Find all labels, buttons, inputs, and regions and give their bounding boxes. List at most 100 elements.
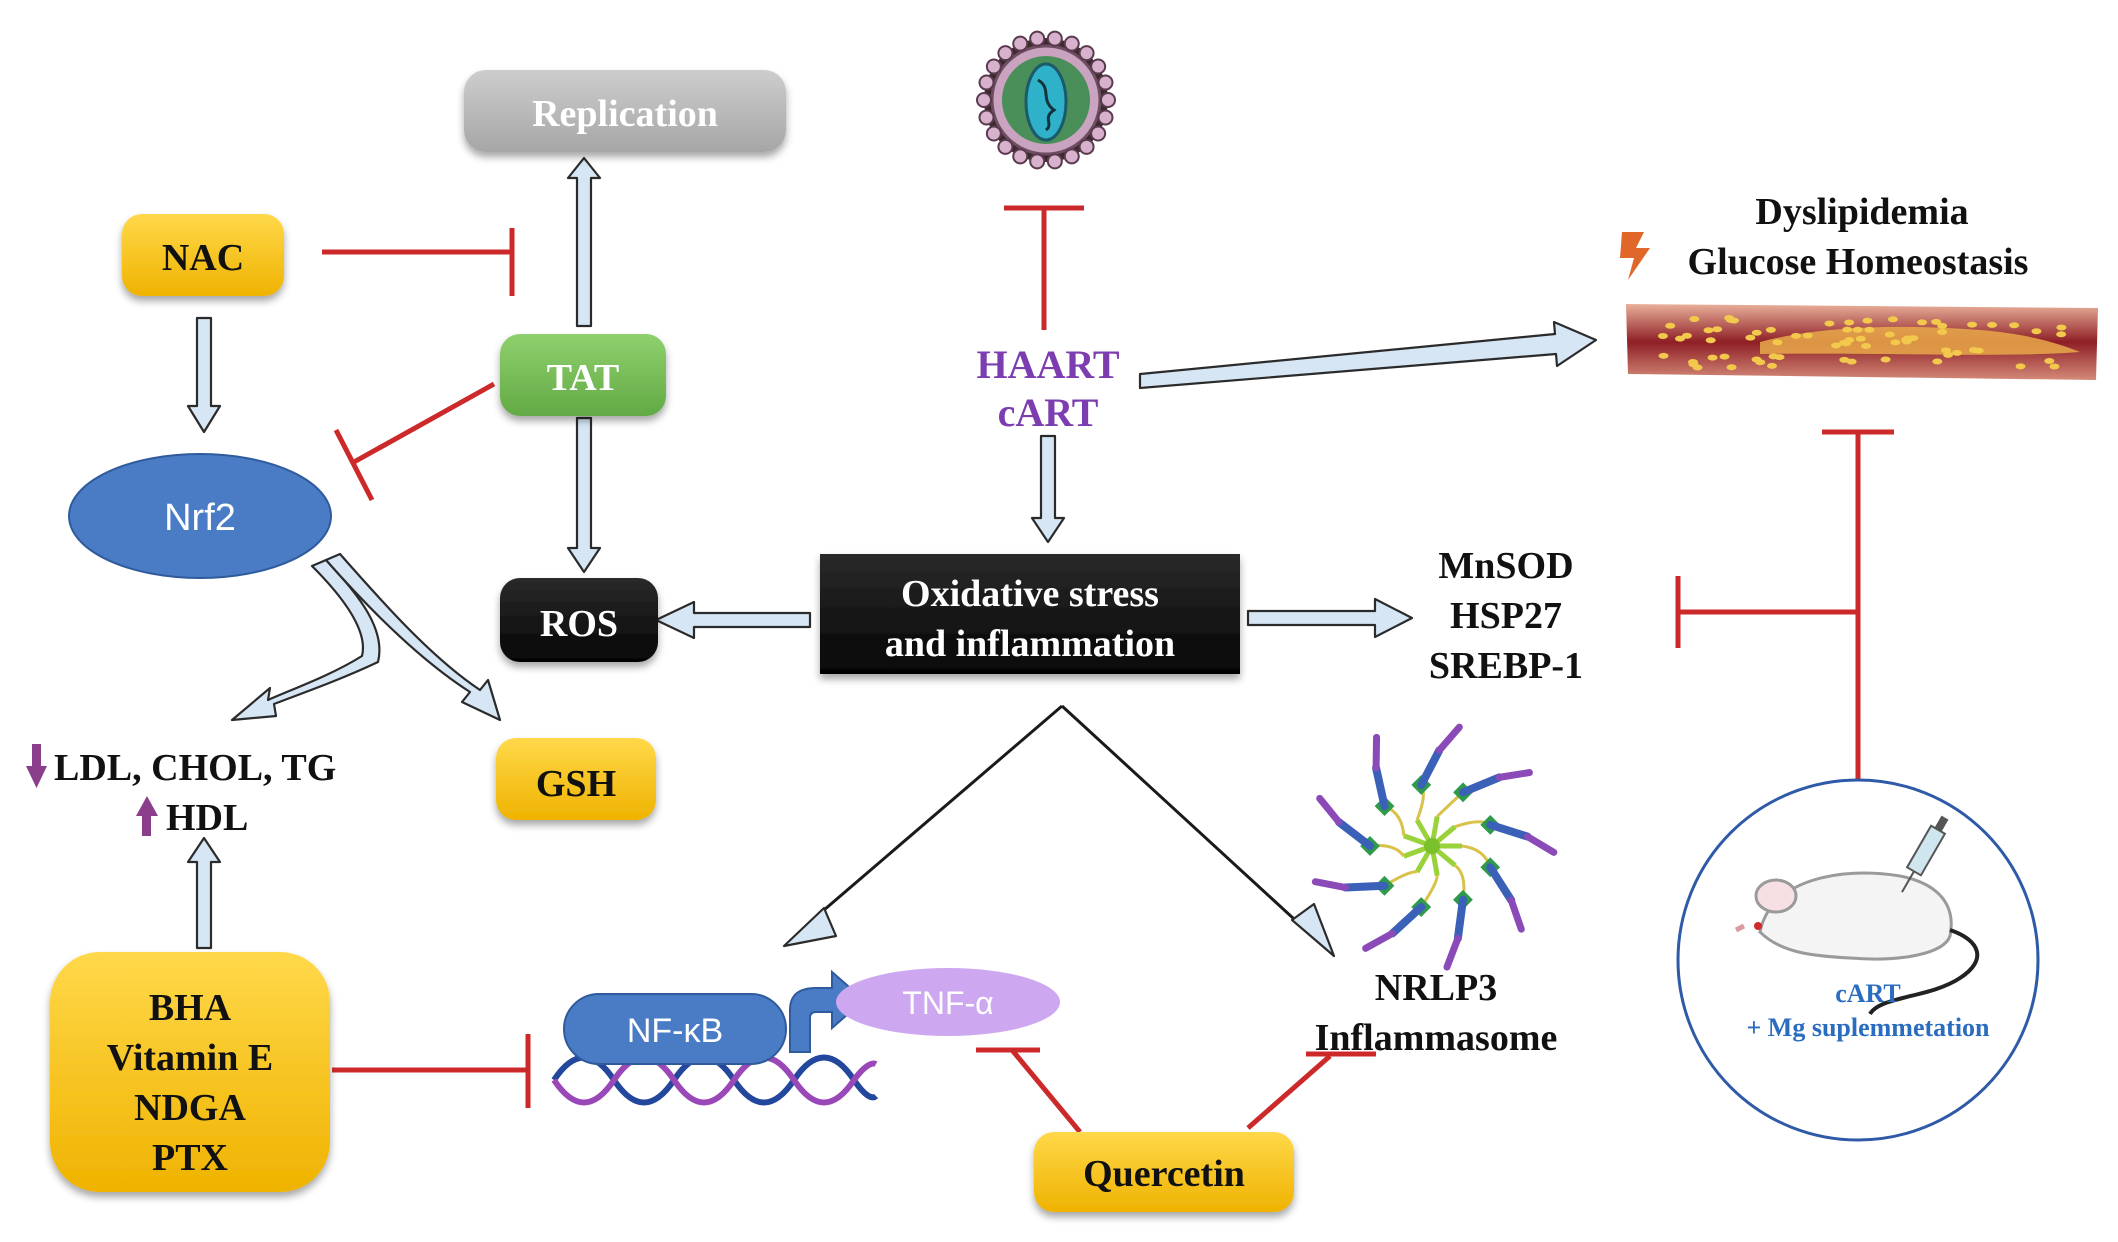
plaque-dot [1862, 317, 1873, 324]
nrf2-node [68, 453, 332, 579]
plaque-dot [1864, 326, 1875, 333]
plaque-dot [1842, 326, 1853, 333]
virus-spike [1090, 125, 1107, 142]
vessel-plaque-dots [1657, 315, 2067, 371]
arrow-tat-to-ros [566, 416, 602, 574]
virus-spike [1097, 74, 1114, 91]
plaque-dot [1844, 336, 1855, 343]
plaque-dot [1987, 321, 1998, 328]
plaque-dot [1768, 353, 1779, 360]
inflammasome-arm [1341, 881, 1389, 892]
inflammasome-arm [1388, 903, 1426, 938]
plaque-dot [1751, 329, 1762, 336]
virus-spike [1046, 30, 1063, 47]
virus-spike [976, 92, 992, 108]
plaque-dot [2056, 324, 2067, 331]
plaque-dot [1712, 326, 1723, 333]
plaque-dot [1860, 343, 1871, 350]
oxidative-stress-node [820, 554, 1240, 674]
virus-spike [1029, 153, 1046, 170]
line-oxidative-to-nfkb [809, 704, 1063, 924]
gsh-label: GSH [536, 763, 616, 805]
glucose-label: Glucose Homeostasis [1688, 241, 2029, 283]
inflammasome-tail [1524, 833, 1558, 856]
atherosclerotic-vessel-icon [1626, 304, 2098, 380]
virus-spike [997, 138, 1014, 155]
inflammasome-hub [1424, 838, 1440, 854]
virus-spike [1029, 30, 1046, 47]
replication-node [464, 70, 786, 152]
inflammasome-arm [1417, 746, 1444, 789]
inflammasome-tail [1362, 929, 1396, 952]
tnfa-label: TNF-α [902, 985, 993, 1021]
plaque-dot [1707, 354, 1718, 361]
inflammasome-arm [1486, 820, 1532, 841]
plaque-dot [1967, 321, 1978, 328]
hiv-virus-icon [984, 38, 1108, 162]
cart-label: cART [998, 390, 1099, 435]
virus-spike [1078, 138, 1095, 155]
plaque-dot [1855, 335, 1866, 342]
nrf2-label: Nrf2 [164, 497, 236, 539]
gsh-node [496, 738, 656, 820]
tnfa-node [836, 968, 1060, 1036]
plaque-dot [2056, 331, 2067, 338]
plaque-dot [1844, 319, 1855, 326]
ros-label: ROS [540, 603, 618, 645]
virus-spike [1090, 58, 1107, 75]
virus-spike [997, 45, 1014, 62]
inflammasome-arm [1486, 863, 1516, 905]
quercetin-node [1034, 1132, 1294, 1212]
arrow-oxidative-to-markers [1246, 597, 1414, 639]
haart-label: HAART [976, 342, 1119, 387]
plaque-dot [1658, 352, 1669, 359]
virus-spike [1012, 35, 1029, 52]
plaque-dot [2049, 363, 2060, 370]
plaque-dot [1657, 332, 1668, 339]
inflammasome-tail [1316, 794, 1343, 826]
inflammasome-arm [1372, 763, 1389, 811]
plaque-dot [1790, 332, 1801, 339]
nlrp3-inflammasome-icon [1311, 723, 1558, 971]
plaque-dot [1705, 337, 1716, 344]
oxidative-label-line1: Oxidative stress [901, 573, 1159, 615]
mouse-label-line2: + Mg suplemmetation [1746, 1013, 1990, 1042]
mouse-label-line1: cART [1835, 979, 1901, 1008]
inflammasome-tail [1495, 769, 1533, 781]
plaque-dot [1802, 332, 1813, 339]
nlrp3-label-line1: NRLP3 [1375, 967, 1497, 1009]
arrow-nrf2-to-gsh [324, 552, 502, 722]
inflammasome-tail [1311, 878, 1349, 892]
tat-node [500, 334, 666, 416]
plaque-dot [1901, 338, 1912, 345]
mouse-injection-icon [1734, 815, 1980, 1016]
plaque-dot [1681, 332, 1692, 339]
plaque-dot [1692, 364, 1703, 371]
marker-srebp1: SREBP-1 [1429, 645, 1583, 687]
arrow-haart-to-vessel [1138, 320, 1598, 390]
arrow-nrf2-to-lipids [230, 558, 381, 722]
inhibition-haart-to-virus [1004, 205, 1084, 330]
plaque-dot [1724, 315, 1735, 322]
plaque-dot [1751, 356, 1762, 363]
plaque-dot [1917, 319, 1928, 326]
plaque-dot [1719, 353, 1730, 360]
plaque-dot [1968, 347, 1979, 354]
inhibition-tat-to-nrf2 [333, 381, 496, 502]
plaque-dot [1932, 358, 1943, 365]
lightning-icon [1620, 232, 1650, 280]
plaque-dot [1689, 316, 1700, 323]
up-arrow-icon [136, 796, 158, 836]
virus-spike [978, 109, 995, 126]
plaque-dot [1951, 349, 1962, 356]
plaque-dot [2009, 322, 2020, 329]
inflammasome-arm [1335, 818, 1374, 850]
plaque-dot [1665, 322, 1676, 329]
virus-spikes [976, 30, 1116, 170]
nac-label: NAC [162, 237, 244, 279]
arrow-tat-to-replication [566, 156, 602, 328]
lipids-down-label: LDL, CHOL, TG [54, 747, 336, 789]
quercetin-label: Quercetin [1083, 1153, 1245, 1195]
plaque-dot [1931, 318, 1942, 325]
